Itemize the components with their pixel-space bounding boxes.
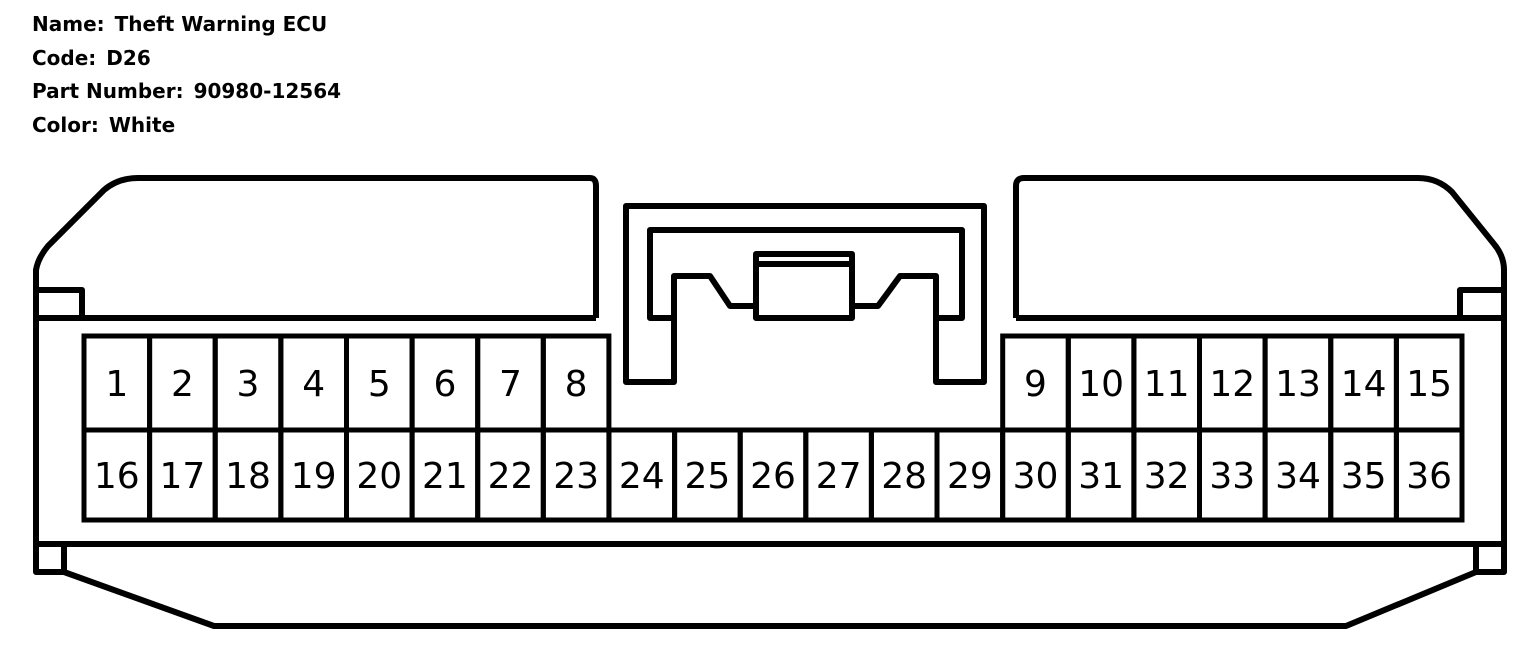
right-upper-tab	[1457, 287, 1507, 321]
pin-17-label: 17	[159, 456, 205, 497]
pin-30-label: 30	[1013, 456, 1059, 497]
pin-36-label: 36	[1406, 456, 1452, 497]
pin-2-label: 2	[171, 364, 194, 405]
pin-36-cell	[1393, 427, 1465, 523]
pin-21-label: 21	[422, 456, 468, 497]
pin-6-label: 6	[433, 364, 456, 405]
pin-22-label: 22	[488, 456, 534, 497]
housing-outline	[33, 175, 1507, 318]
part-number-row: Part Number: 90980-12564	[32, 75, 341, 109]
part-number-value: 90980-12564	[193, 79, 342, 103]
color-row: Color: White	[32, 109, 341, 143]
pin-grid	[81, 333, 1465, 523]
pin-20-label: 20	[356, 456, 402, 497]
housing-bottom	[62, 569, 1478, 629]
pin-35-label: 35	[1341, 456, 1387, 497]
pin-26-label: 26	[750, 456, 796, 497]
connector-info: Name: Theft Warning ECU Code: D26 Part Num…	[32, 8, 341, 142]
part-number-label: Part Number:	[32, 79, 184, 103]
pin-19-label: 19	[291, 456, 337, 497]
pin-28-label: 28	[881, 456, 927, 497]
color-label: Color:	[32, 112, 99, 137]
pin-9-label: 9	[1024, 364, 1047, 405]
pin-32-label: 32	[1144, 456, 1190, 497]
pin-12-label: 12	[1209, 364, 1255, 405]
pin-33-label: 33	[1209, 456, 1255, 497]
pin-10-label: 10	[1078, 364, 1124, 405]
pin-13-label: 13	[1275, 364, 1321, 405]
latch-ramps	[671, 273, 939, 318]
latch-center-block	[753, 251, 855, 321]
code-label: Code:	[32, 45, 97, 70]
right-lower-tab	[1473, 541, 1507, 575]
pin-25-label: 25	[684, 456, 730, 497]
pin-24-label: 24	[619, 456, 665, 497]
pin-11-label: 11	[1144, 364, 1190, 405]
pin-14-label: 14	[1341, 364, 1387, 405]
name-value: Theft Warning ECU	[114, 12, 328, 36]
pin-31-label: 31	[1078, 456, 1124, 497]
code-value: D26	[106, 45, 151, 70]
pin-27-label: 27	[816, 456, 862, 497]
color-value: White	[108, 112, 176, 137]
pin-34-label: 34	[1275, 456, 1321, 497]
pin-3-label: 3	[237, 364, 260, 405]
pin-23-label: 23	[553, 456, 599, 497]
pin-18-label: 18	[225, 456, 271, 497]
left-upper-tab	[33, 287, 85, 321]
pin-29-label: 29	[947, 456, 993, 497]
pin-5-label: 5	[368, 364, 391, 405]
name-label: Name:	[32, 12, 105, 36]
left-lower-tab	[33, 541, 67, 575]
latch-frame	[623, 203, 987, 385]
code-row: Code: D26	[32, 42, 341, 76]
pin-4-label: 4	[302, 364, 325, 405]
pin-7-label: 7	[499, 364, 522, 405]
name-row: Name: Theft Warning ECU	[32, 8, 341, 42]
pin-15-label: 15	[1406, 364, 1452, 405]
pin-16-label: 16	[94, 456, 140, 497]
pin-8-label: 8	[565, 364, 588, 405]
pin-1-label: 1	[105, 364, 128, 405]
